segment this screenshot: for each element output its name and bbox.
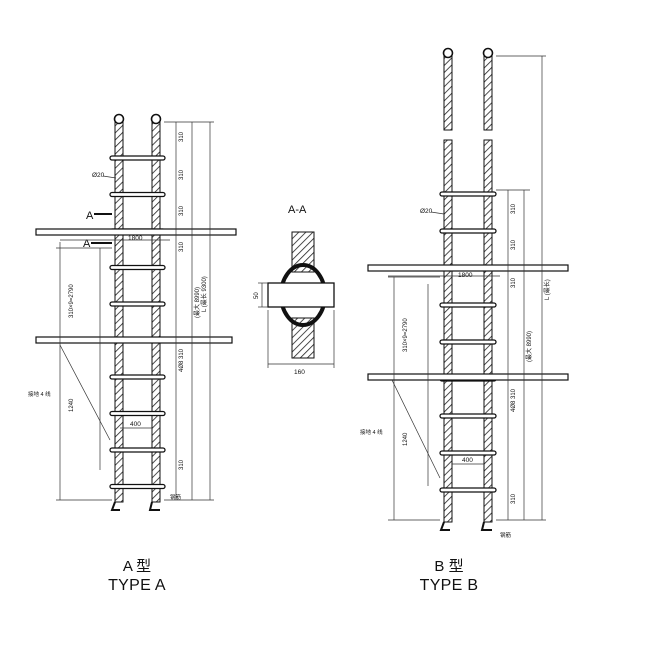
type-a-rungs [109,155,166,490]
type-b-ladder: Ø20 1800 400 310 310 310 4Ø8 310 310 (最大… [360,47,569,539]
type-b-note-bottom: 钢筋 [500,531,512,539]
type-b-note-left: 接地 4 线 [360,428,383,436]
type-a-note-bottom: 钢筋 [170,493,182,501]
section-dim-50: 50 [254,292,260,299]
type-a-dim-400: 400 [130,421,141,428]
type-b-dim-1240: 1240 [403,432,409,446]
type-a-rung [109,191,166,198]
type-a-rung [109,447,166,453]
type-a-leader-d20 [102,175,117,179]
type-a-support-bottom [35,336,233,344]
type-a-dim-310-e: 4Ø8 310 [179,348,185,372]
type-b-dim-total-rungs: 310×9=2790 [403,318,409,352]
type-a-foot-left [110,501,120,511]
type-b-support-top [367,264,569,272]
type-a-rung [109,264,166,271]
type-a-caption-cn: A 型 [122,558,152,575]
type-a-caption: A 型 TYPE A [96,558,178,596]
type-b-foot-left [439,521,450,531]
type-a-dim-310-c: 310 [179,205,185,216]
type-b-foot-right [480,521,492,531]
type-b-right-stile-top [483,55,493,131]
type-a-foot-right [148,501,160,511]
type-b-dim-310-c: 310 [511,277,517,288]
type-b-dim-d20: Ø20 [420,208,433,215]
type-a-rung [109,301,166,307]
type-a-dim-310-d: 310 [179,241,185,252]
type-b-caption-cn: B 型 [434,558,464,575]
type-b-left-stile [443,139,453,523]
section-dimension-lines [258,282,335,368]
type-b-dim-1800: 1800 [458,272,473,279]
type-b-dimension-lines [388,55,546,521]
section-dim-160: 160 [294,369,305,376]
type-a-left-stile [114,121,124,503]
type-a-dim-d20: Ø20 [92,172,105,179]
type-b-dim-310-a: 310 [511,203,517,214]
type-a-dim-max: (最大 8990) [193,287,201,318]
section-flat-bar [267,282,335,308]
type-b-rung [439,413,497,419]
type-b-left-stile-top [443,55,453,131]
type-b-dim-310-e: 310 [511,493,517,504]
type-a-rung [109,483,166,490]
type-a-dim-ltotal: L (最长 9300) [200,276,208,312]
type-a-note-left: 接地 4 线 [28,390,51,398]
type-b-cap-right [482,47,494,59]
type-a-dim-310-f: 310 [179,459,185,470]
type-a-dim-1800: 1800 [128,235,143,242]
type-a-caption-en: TYPE A [108,577,166,594]
section-rebar-top [291,231,315,273]
type-b-cap-left [442,47,454,59]
type-b-caption-en: TYPE B [419,577,479,594]
type-a-right-stile [151,121,161,503]
type-a-dim-310-a: 310 [179,131,185,142]
section-a-a: A-A 50 160 [254,204,335,376]
type-b-rung [439,228,497,234]
type-b-rung [439,191,497,197]
type-b-rung [439,450,497,456]
type-b-rung [439,487,497,493]
type-a-rung [109,155,166,161]
type-a-support-top [35,228,237,236]
type-b-dim-310-d: 4Ø8 310 [511,388,517,412]
type-a-dimension-lines [56,121,214,501]
type-a-rung [109,410,166,417]
type-b-dim-400: 400 [462,457,473,464]
type-b-rung [439,339,497,345]
type-a-cap-right [150,113,162,125]
type-b-right-stile [483,139,493,523]
type-b-rung [439,302,497,308]
type-a-section-mark-1: A [86,210,94,222]
type-a-dim-1240: 1240 [69,398,75,412]
type-b-dim-310-b: 310 [511,239,517,250]
type-b-leader-d20 [430,211,445,215]
type-a-dim-total-rungs: 310×9=2790 [69,284,75,318]
type-b-support-bottom [367,373,569,381]
type-b-dim-ltotal: L (最长) [543,279,551,300]
type-b-dim-max: (最大 8990) [525,331,533,362]
type-a-ladder: A A Ø20 1800 400 310 310 310 310 4Ø8 310… [28,113,237,511]
type-b-caption: B 型 TYPE B [408,558,490,596]
section-rebar-bottom [291,317,315,359]
section-a-a-title: A-A [288,204,307,216]
type-a-rung [109,374,166,380]
type-a-cap-left [113,113,125,125]
type-a-dim-310-b: 310 [179,169,185,180]
type-a-section-mark-2: A [83,238,91,250]
